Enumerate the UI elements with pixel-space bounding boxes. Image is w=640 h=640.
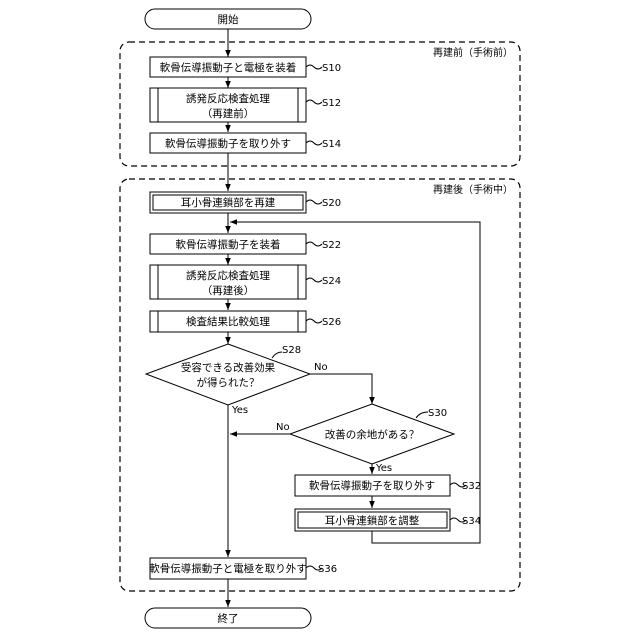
step-s22-text: 軟骨伝導振動子を装着 (176, 238, 281, 251)
s20-leader (306, 200, 322, 204)
step-s28-id: S28 (282, 345, 301, 356)
step-s36-text: 軟骨伝導振動子と電極を取り外す (149, 562, 307, 575)
step-s14-text: 軟骨伝導振動子を取り外す (165, 137, 291, 150)
step-s26-text: 検査結果比較処理 (186, 315, 270, 328)
s30-yes-label: Yes (375, 463, 392, 474)
step-s32-text: 軟骨伝導振動子を取り外す (309, 479, 435, 492)
step-s10-text: 軟骨伝導振動子と電極を装着 (160, 61, 297, 74)
s30-leader (416, 412, 428, 418)
step-s20-text: 耳小骨連鎖部を再建 (181, 196, 276, 209)
step-s10-id: S10 (322, 63, 341, 74)
step-s26-id: S26 (322, 317, 341, 328)
step-s24-line2: （再建後） (202, 284, 255, 297)
s30-no-label: No (276, 422, 290, 433)
start-label: 開始 (218, 13, 239, 26)
step-s22-id: S22 (322, 240, 341, 251)
step-s32-id: S32 (462, 481, 481, 492)
s24-leader (306, 278, 322, 282)
region-post-label: 再建後（手術中） (433, 183, 513, 196)
end-label: 終了 (218, 612, 239, 625)
step-s36-id: S36 (318, 564, 337, 575)
s28-yes-label: Yes (231, 405, 248, 416)
s28-no-label: No (314, 362, 328, 373)
decision-s28-line2: が得られた？ (197, 376, 260, 389)
decision-s28-line1: 受容できる改善効果 (181, 361, 276, 374)
s22-leader (306, 242, 322, 246)
step-s24-id: S24 (322, 276, 341, 287)
s14-leader (306, 141, 322, 145)
s26-leader (306, 319, 322, 323)
step-s14-id: S14 (322, 139, 341, 150)
step-s30-id: S30 (428, 408, 447, 419)
step-s12-line1: 誘発反応検査処理 (186, 92, 270, 105)
step-s12-id: S12 (322, 98, 341, 109)
step-s34-text: 耳小骨連鎖部を調整 (325, 514, 420, 527)
step-s24-line1: 誘発反応検査処理 (186, 269, 270, 282)
s10-leader (306, 65, 322, 69)
step-s12-line2: （再建前） (202, 107, 255, 120)
decision-s30-text: 改善の余地がある？ (325, 428, 420, 441)
region-pre-label: 再建前（手術前） (433, 46, 513, 59)
step-s20-id: S20 (322, 198, 341, 209)
s12-leader (306, 100, 322, 104)
step-s34-id: S34 (462, 516, 481, 527)
s28-leader (272, 352, 282, 358)
arrow-s28-no-s30 (310, 374, 372, 404)
